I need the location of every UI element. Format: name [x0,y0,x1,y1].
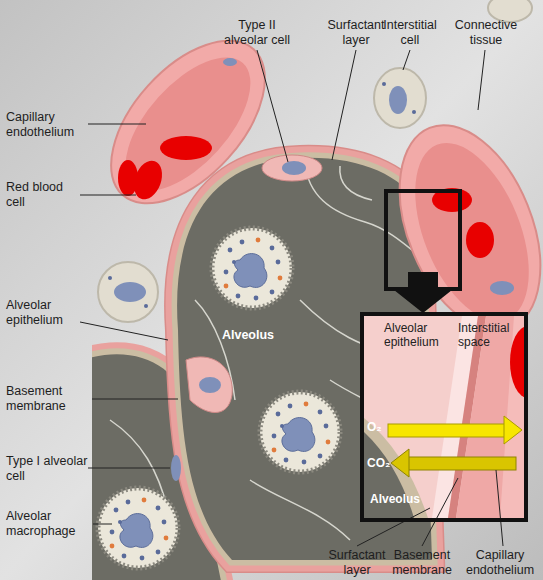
type-i-cell [171,455,181,481]
inset-label: Alveolus [370,492,430,506]
part-label: Red blood cell [6,180,82,210]
inset-label: Interstitial space [458,321,522,349]
macrophage [212,228,292,308]
part-label: Alveolar macrophage [6,509,94,539]
part-label: Type II alveolar cell [218,18,296,48]
inset-label: CO₂ [367,456,397,470]
part-label: Capillary endothelium [6,110,88,140]
leader-lines [80,50,503,546]
macrophage [260,392,340,472]
macrophage [98,488,178,568]
inset-label: Alveolar epithelium [384,321,456,349]
part-label: Alveolar epithelium [6,298,82,328]
part-label: Interstitial cell [376,18,444,48]
zoom-arrow [394,272,452,313]
inset-art [364,316,524,518]
part-label: Basement membrane [388,548,456,578]
part-label: Capillary endothelium [458,548,542,578]
part-label: Alveolus [210,328,286,343]
part-label: Basement membrane [6,384,92,414]
part-label: Surfactant layer [322,548,392,578]
zoom-inset: Alveolar epitheliumInterstitial spaceO₂ C… [360,312,528,522]
type-ii-cell [186,155,322,413]
interstitial-cell [98,0,532,322]
part-label: Surfactant layer [322,18,390,48]
inset-label: O₂ [367,420,391,434]
part-label: Connective tissue [448,18,524,48]
part-label: Type I alveolar cell [6,454,88,484]
